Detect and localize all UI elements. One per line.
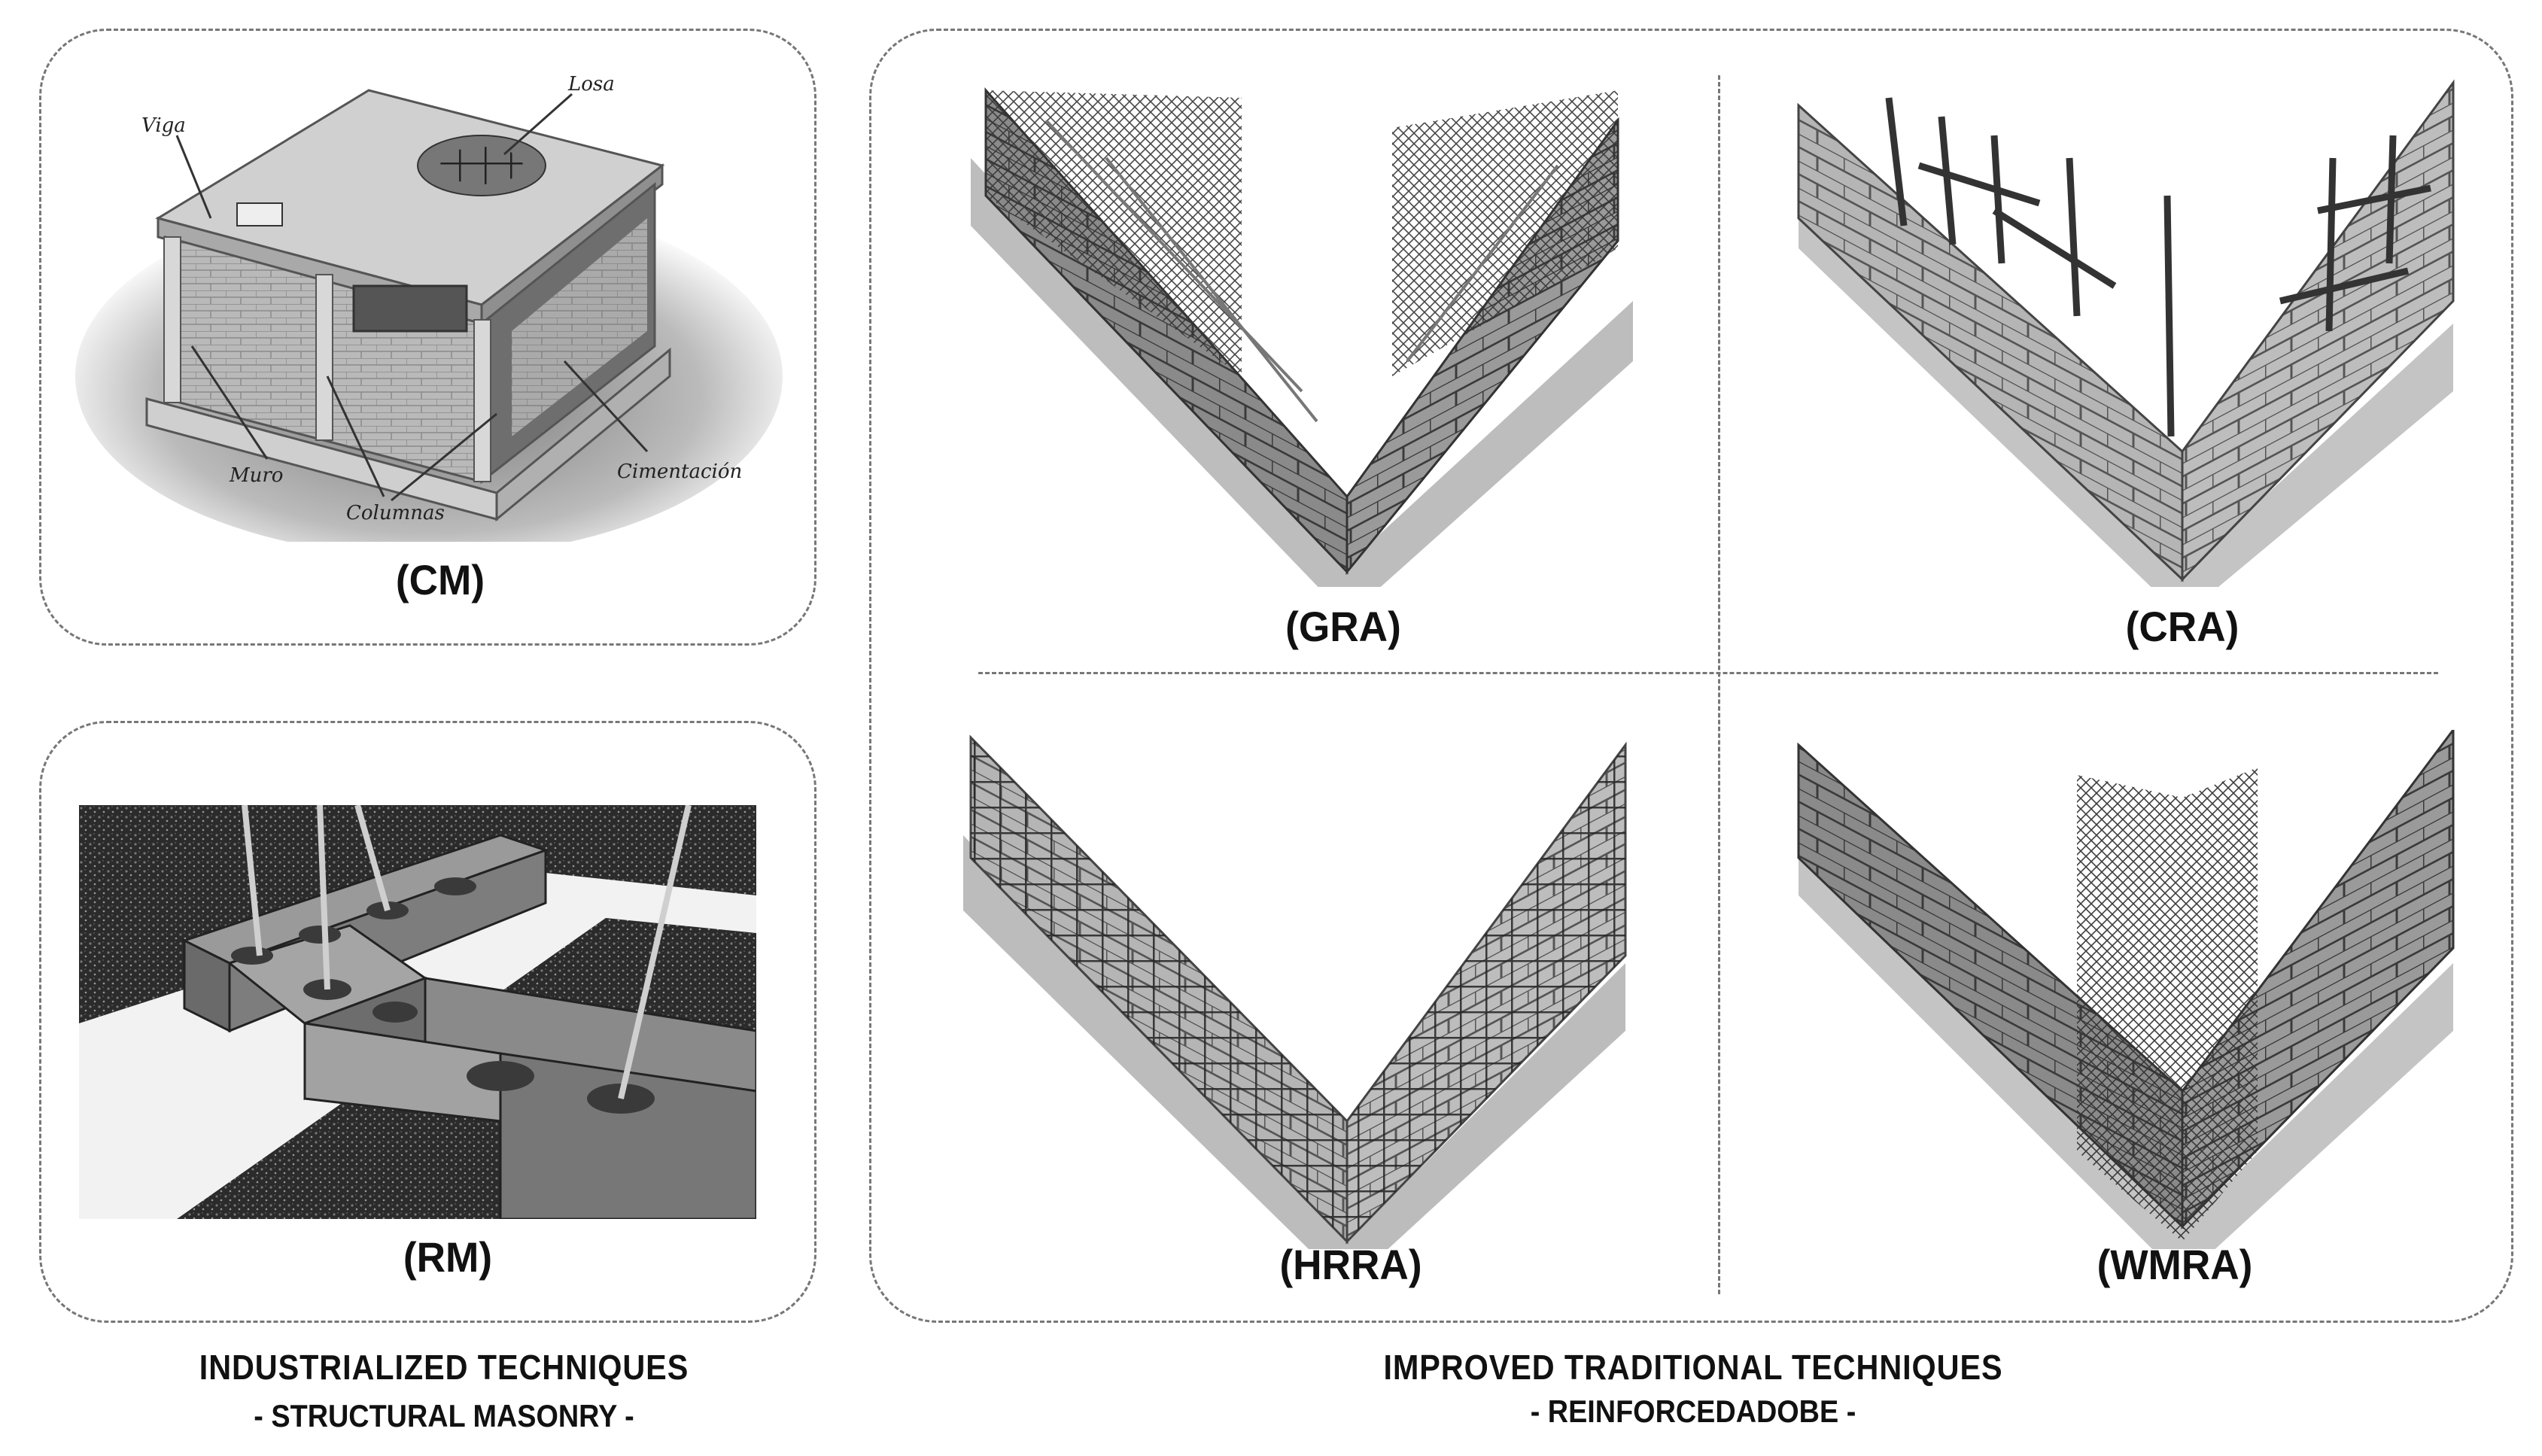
wmra-wall-illustration [1797,730,2455,1249]
adobe-panel [869,29,2513,1323]
gra-wall-illustration [971,87,1633,587]
cm-panel [39,29,816,646]
label-viga: Viga [141,114,186,137]
caption-wmra: (WMRA) [2097,1241,2253,1288]
caption-cra: (CRA) [2125,603,2239,650]
caption-hrra: (HRRA) [1279,1241,1422,1288]
traditional-subtitle: - REINFORCEDADOBE - [1530,1394,1856,1429]
rm-panel [39,721,816,1323]
rm-block-illustration [79,805,756,1219]
hrra-wall-illustration [963,734,1627,1249]
label-muro: Muro [229,464,283,487]
traditional-title: IMPROVED TRADITIONAL TECHNIQUES [1383,1348,2003,1387]
adobe-vertical-divider [1718,75,1720,1294]
industrialized-title: INDUSTRIALIZED TECHNIQUES [199,1348,689,1387]
industrialized-subtitle: - STRUCTURAL MASONRY - [254,1398,634,1433]
label-columnas: Columnas [346,502,445,524]
caption-gra: (GRA) [1285,603,1401,650]
adobe-horizontal-divider [978,672,2438,674]
cra-wall-illustration [1797,79,2455,587]
label-losa: Losa [567,73,615,96]
caption-rm: (RM) [403,1233,493,1281]
cm-house-illustration: Losa Viga Muro Columnas Cimentación [75,73,783,542]
caption-cm: (CM) [395,556,485,603]
label-cimentacion: Cimentación [617,461,742,483]
